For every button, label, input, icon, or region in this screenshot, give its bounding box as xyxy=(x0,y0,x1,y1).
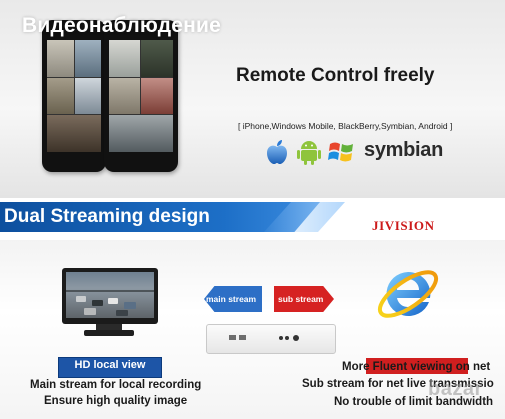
watermark-top: Видеонаблюдение xyxy=(22,14,222,37)
dual-streaming-title: Dual Streaming design xyxy=(4,206,210,227)
sub-stream-arrow xyxy=(274,286,334,312)
dual-streaming-banner xyxy=(0,202,320,232)
hd-local-view-badge xyxy=(58,357,162,378)
status-led xyxy=(285,336,289,340)
net-caption-line3: No trouble of limit bandwidth xyxy=(334,396,494,408)
smartphone-right xyxy=(104,20,178,172)
android-icon xyxy=(297,141,321,165)
dvr-device xyxy=(206,324,336,354)
status-led xyxy=(279,336,283,340)
smartphone-left xyxy=(42,20,106,172)
watermark-bottom: bazar xyxy=(428,378,483,400)
local-caption-line1: Main stream for local recording xyxy=(30,379,202,391)
brand-logo: JIVISION xyxy=(372,218,435,233)
hd-local-view-label: HD local view xyxy=(74,359,146,371)
symbian-logo: symbian xyxy=(364,139,444,161)
sub-stream-label: sub stream xyxy=(278,294,324,304)
local-caption-line2: Ensure high quality image xyxy=(44,395,188,407)
net-caption-line1: More Fluent viewing on net xyxy=(342,361,491,373)
phone-screen-camera-grid xyxy=(47,40,101,152)
fluent-viewing-badge xyxy=(366,358,468,374)
monitor-image xyxy=(62,268,158,324)
monitor-screen-parking-lot xyxy=(66,272,154,318)
usb-port xyxy=(239,335,246,340)
monitor-stand xyxy=(96,324,122,330)
monitor-base xyxy=(84,330,134,336)
apple-icon xyxy=(267,140,287,164)
main-stream-arrow xyxy=(204,286,262,312)
main-stream-label: main stream xyxy=(206,294,257,304)
usb-port xyxy=(229,335,236,340)
remote-control-title: Remote Control freely xyxy=(236,65,435,86)
power-button xyxy=(293,335,299,341)
windows-icon xyxy=(328,142,353,162)
net-caption-line2: Sub stream for net live transmissio xyxy=(302,378,494,390)
phone-screen-camera-grid xyxy=(109,40,173,152)
supported-platforms: [ iPhone,Windows Mobile, BlackBerry,Symb… xyxy=(238,121,453,131)
internet-explorer-icon xyxy=(377,270,439,318)
